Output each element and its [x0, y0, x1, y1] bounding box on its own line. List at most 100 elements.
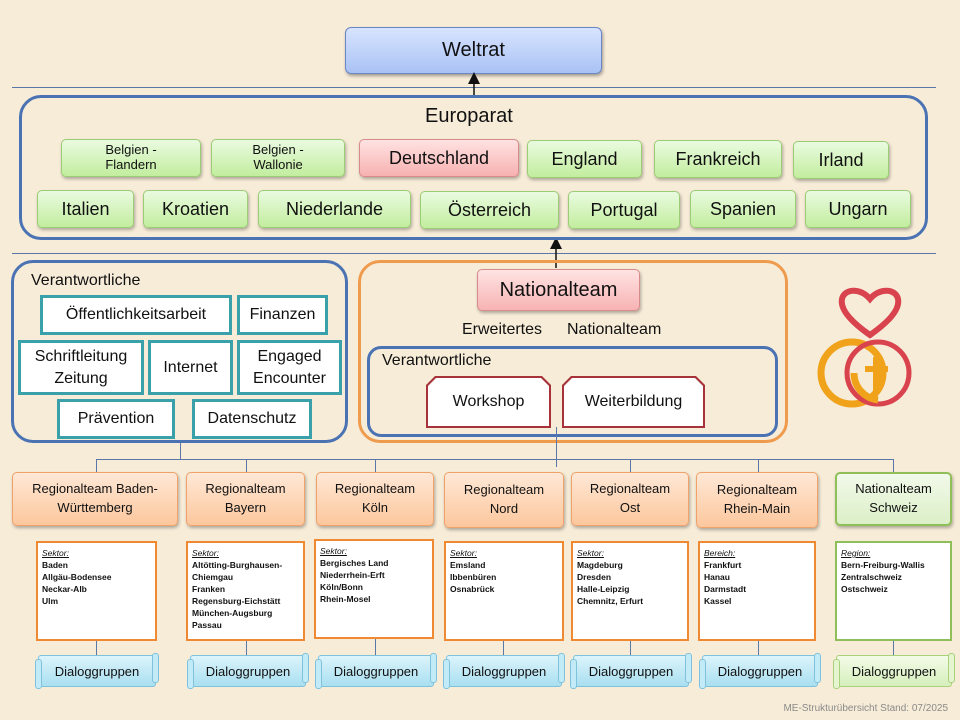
- region-nord: Regionalteam Nord: [444, 472, 564, 528]
- sector-item: Dresden: [577, 572, 612, 583]
- country-niederlande: Niederlande: [258, 190, 411, 228]
- country-oesterreich: Österreich: [420, 191, 559, 229]
- dialoggruppen-baden-wuerttemberg: Dialoggruppen: [35, 653, 159, 689]
- country-italien: Italien: [37, 190, 134, 228]
- sector-item: Ibbenbüren: [450, 572, 497, 583]
- sector-head: Sektor:: [42, 548, 69, 558]
- sector-item: Niederrhein-Erft: [320, 570, 385, 581]
- region-ost: Regionalteam Ost: [571, 472, 689, 526]
- connector-dialog-5: [758, 641, 759, 655]
- role-finanzen: Finanzen: [237, 295, 328, 335]
- sector-item: Ostschweiz: [841, 584, 888, 595]
- connector-dialog-3: [503, 641, 504, 655]
- connector-dialog-0: [96, 641, 97, 655]
- dialoggruppen-rhein-main: Dialoggruppen: [699, 653, 821, 689]
- role-oeffentlichkeitsarbeit: Öffentlichkeitsarbeit: [40, 295, 232, 335]
- connector-regions-bar: [96, 459, 894, 460]
- country-belgien-wallonie: Belgien - Wallonie: [211, 139, 345, 177]
- verantwortliche-title: Verantwortliche: [31, 272, 141, 289]
- national-verantwortliche-title: Verantwortliche: [382, 352, 492, 369]
- sector-item: Chemnitz, Erfurt: [577, 596, 644, 607]
- sector-item: Rhein-Mosel: [320, 594, 371, 605]
- erweitertes-nationalteam-panel: [358, 260, 788, 443]
- sector-item: Darmstadt: [704, 584, 747, 595]
- region-koeln: Regionalteam Köln: [316, 472, 434, 526]
- region-rhein-main: Regionalteam Rhein-Main: [696, 472, 818, 528]
- sector-head: Region:: [841, 548, 871, 558]
- verantwortliche-panel: [11, 260, 348, 443]
- connector-region-2: [375, 459, 376, 472]
- sector-item: Emsland: [450, 560, 486, 571]
- dialoggruppen-ost: Dialoggruppen: [570, 653, 692, 689]
- connector-dialog-1: [246, 641, 247, 655]
- connector-region-5: [758, 459, 759, 472]
- sector-item: Regensburg-Eichstätt: [192, 596, 281, 607]
- country-frankreich: Frankreich: [654, 140, 782, 178]
- sector-item: Kassel: [704, 596, 732, 607]
- region-bayern: Regionalteam Bayern: [186, 472, 305, 526]
- sector-item: Neckar-Alb: [42, 584, 87, 595]
- workshop-box: Workshop: [426, 376, 551, 428]
- sector-box-nord: Sektor: Emsland Ibbenbüren Osnabrück: [444, 541, 564, 641]
- connector-verantwortliche-down: [180, 443, 181, 460]
- country-portugal: Portugal: [568, 191, 680, 229]
- country-ungarn: Ungarn: [805, 190, 911, 228]
- dialoggruppen-schweiz: Dialoggruppen: [833, 653, 955, 689]
- country-kroatien: Kroatien: [143, 190, 248, 228]
- country-spanien: Spanien: [690, 190, 796, 228]
- heart-rings-cross-logo-icon: [817, 287, 912, 408]
- sector-box-rhein-main: Bereich: Frankfurt Hanau Darmstadt Kasse…: [698, 541, 816, 641]
- role-internet: Internet: [148, 340, 233, 395]
- sector-item: Osnabrück: [450, 584, 495, 595]
- sector-item: Bergisches Land: [320, 558, 389, 569]
- role-schriftleitung-zeitung: Schriftleitung Zeitung: [18, 340, 144, 395]
- sector-head: Sektor:: [450, 548, 477, 558]
- connector-national-down: [556, 427, 557, 467]
- workshop-label: Workshop: [428, 378, 549, 426]
- region-baden-wuerttemberg: Regionalteam Baden- Württemberg: [12, 472, 178, 526]
- erweitertes-nationalteam-label: Nationalteam: [567, 321, 662, 338]
- country-irland: Irland: [793, 141, 889, 179]
- sector-item: Köln/Bonn: [320, 582, 363, 593]
- connector-region-4: [630, 459, 631, 472]
- sector-item: Baden: [42, 560, 68, 571]
- separator-line-middle: [12, 253, 936, 254]
- weiterbildung-box: Weiterbildung: [562, 376, 705, 428]
- europarat-panel: [19, 95, 928, 240]
- sector-item: Frankfurt: [704, 560, 742, 571]
- sector-item: Passau: [192, 620, 222, 631]
- connector-dialog-6: [893, 641, 894, 655]
- sector-item: Altötting-Burghausen-: [192, 560, 283, 571]
- sector-box-bayern: Sektor: Altötting-Burghausen- Chiemgau F…: [186, 541, 305, 641]
- national-verantwortliche-panel: [367, 346, 778, 437]
- footer-status: ME-Strukturübersicht Stand: 07/2025: [783, 703, 948, 714]
- role-praevention: Prävention: [57, 399, 175, 439]
- europarat-title: Europarat: [425, 105, 513, 127]
- sector-item: Magdeburg: [577, 560, 623, 571]
- sector-item: Zentralschweiz: [841, 572, 902, 583]
- sector-head: Sektor:: [192, 548, 219, 558]
- sector-item: Chiemgau: [192, 572, 234, 583]
- connector-dialog-4: [630, 641, 631, 655]
- weiterbildung-label: Weiterbildung: [564, 378, 703, 426]
- sector-head: Sektor:: [577, 548, 604, 558]
- erweitertes-label: Erweitertes: [462, 321, 543, 338]
- connector-region-6: [893, 459, 894, 472]
- country-england: England: [527, 140, 642, 178]
- sector-box-ost: Sektor: Magdeburg Dresden Halle-Leipzig …: [571, 541, 689, 641]
- sector-item: Bern-Freiburg-Wallis: [841, 560, 925, 571]
- role-engaged-encounter: Engaged Encounter: [237, 340, 342, 395]
- sector-box-baden-wuerttemberg: Sektor: Baden Allgäu-Bodensee Neckar-Alb…: [36, 541, 157, 641]
- connector-dialog-2: [375, 639, 376, 655]
- dialoggruppen-nord: Dialoggruppen: [443, 653, 565, 689]
- sector-box-schweiz: Region: Bern-Freiburg-Wallis Zentralschw…: [835, 541, 952, 641]
- sector-item: Halle-Leipzig: [577, 584, 630, 595]
- region-schweiz: Nationalteam Schweiz: [835, 472, 952, 526]
- connector-region-1: [246, 459, 247, 472]
- sector-head: Sektor:: [320, 546, 347, 556]
- nationalteam-box: Nationalteam: [477, 269, 640, 311]
- sector-head: Bereich:: [704, 548, 736, 558]
- connector-region-0: [96, 459, 97, 472]
- dialoggruppen-bayern: Dialoggruppen: [187, 653, 309, 689]
